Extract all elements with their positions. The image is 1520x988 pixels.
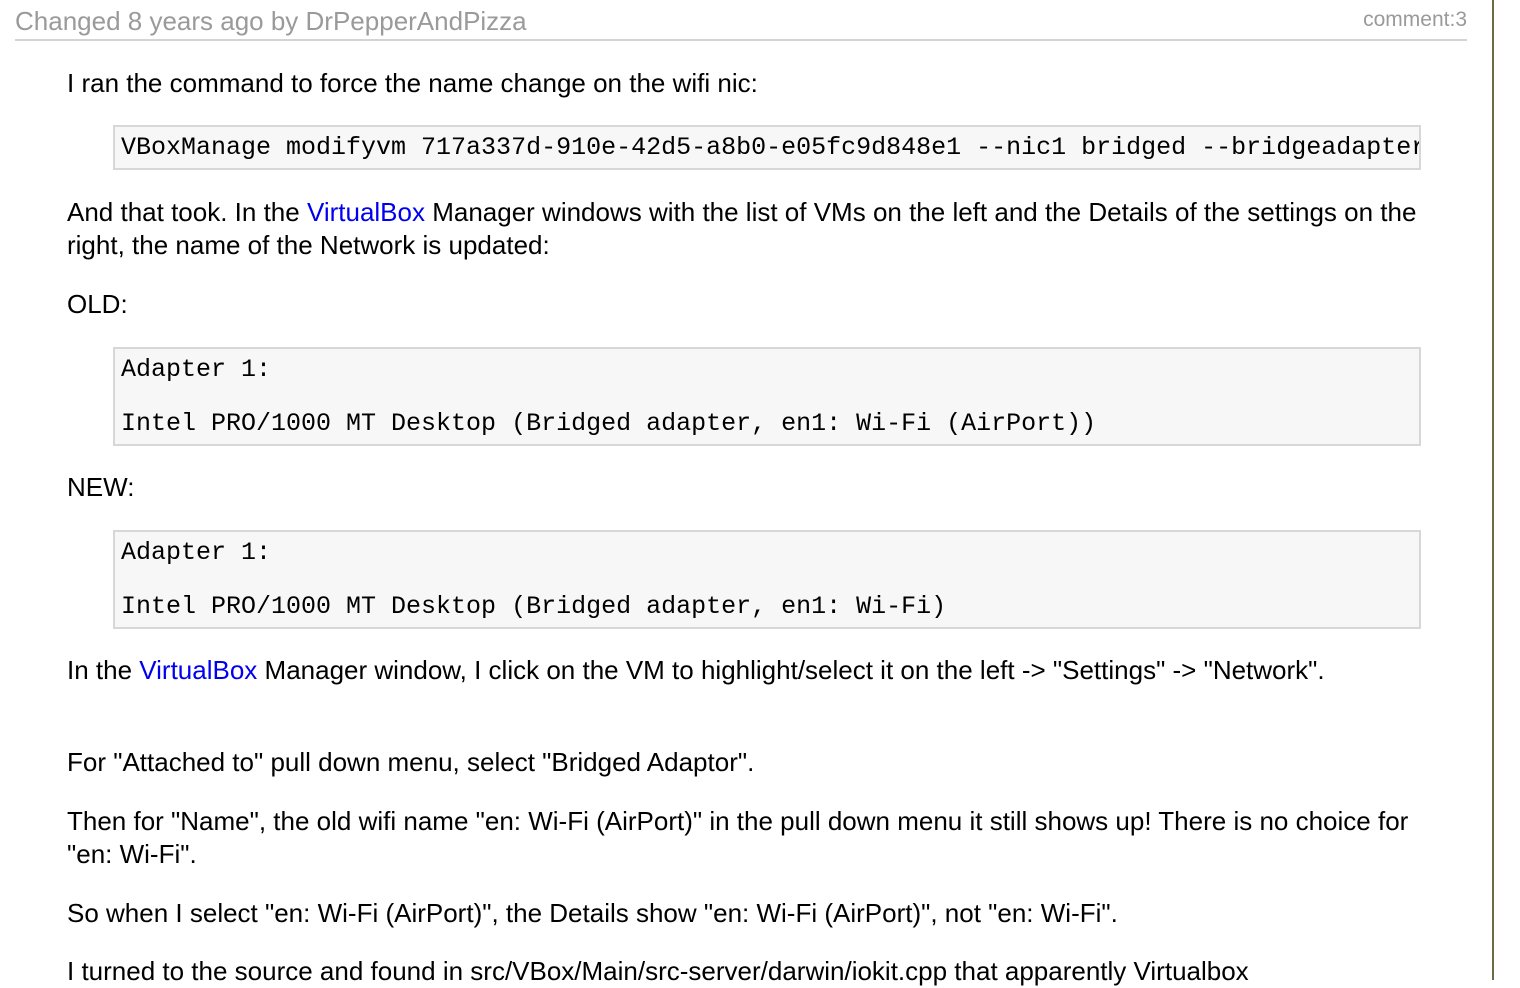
- comment-change-title: Changed 8 years ago by DrPepperAndPizza: [15, 6, 527, 36]
- old-label: OLD:: [67, 289, 128, 319]
- paragraph-select: So when I select "en: Wi-Fi (AirPort)", …: [67, 898, 1118, 928]
- comment-number-link[interactable]: comment:3: [1363, 8, 1467, 31]
- text: Manager windows with the list of VMs on …: [67, 197, 1417, 260]
- paragraph-manager: In the VirtualBox Manager window, I clic…: [67, 654, 1457, 687]
- text: And that took. In the: [67, 197, 307, 227]
- code-block-old: Adapter 1: Intel PRO/1000 MT Desktop (Br…: [113, 347, 1421, 446]
- paragraph-attached: For "Attached to" pull down menu, select…: [67, 747, 755, 777]
- text: Manager window, I click on the VM to hig…: [257, 655, 1325, 685]
- page-right-border: [1492, 0, 1494, 980]
- code-block-new: Adapter 1: Intel PRO/1000 MT Desktop (Br…: [113, 530, 1421, 629]
- new-label: NEW:: [67, 472, 135, 502]
- virtualbox-link[interactable]: VirtualBox: [139, 655, 258, 685]
- code-block-command: VBoxManage modifyvm 717a337d-910e-42d5-a…: [113, 125, 1421, 170]
- comment-header: Changed 8 years ago by DrPepperAndPizza …: [15, 0, 1467, 41]
- text: In the: [67, 655, 140, 685]
- paragraph-took: And that took. In the VirtualBox Manager…: [67, 196, 1457, 262]
- paragraph-source: I turned to the source and found in src/…: [67, 956, 1249, 986]
- paragraph-name: Then for "Name", the old wifi name "en: …: [67, 806, 1409, 869]
- paragraph-intro: I ran the command to force the name chan…: [67, 68, 758, 98]
- virtualbox-link[interactable]: VirtualBox: [306, 197, 425, 227]
